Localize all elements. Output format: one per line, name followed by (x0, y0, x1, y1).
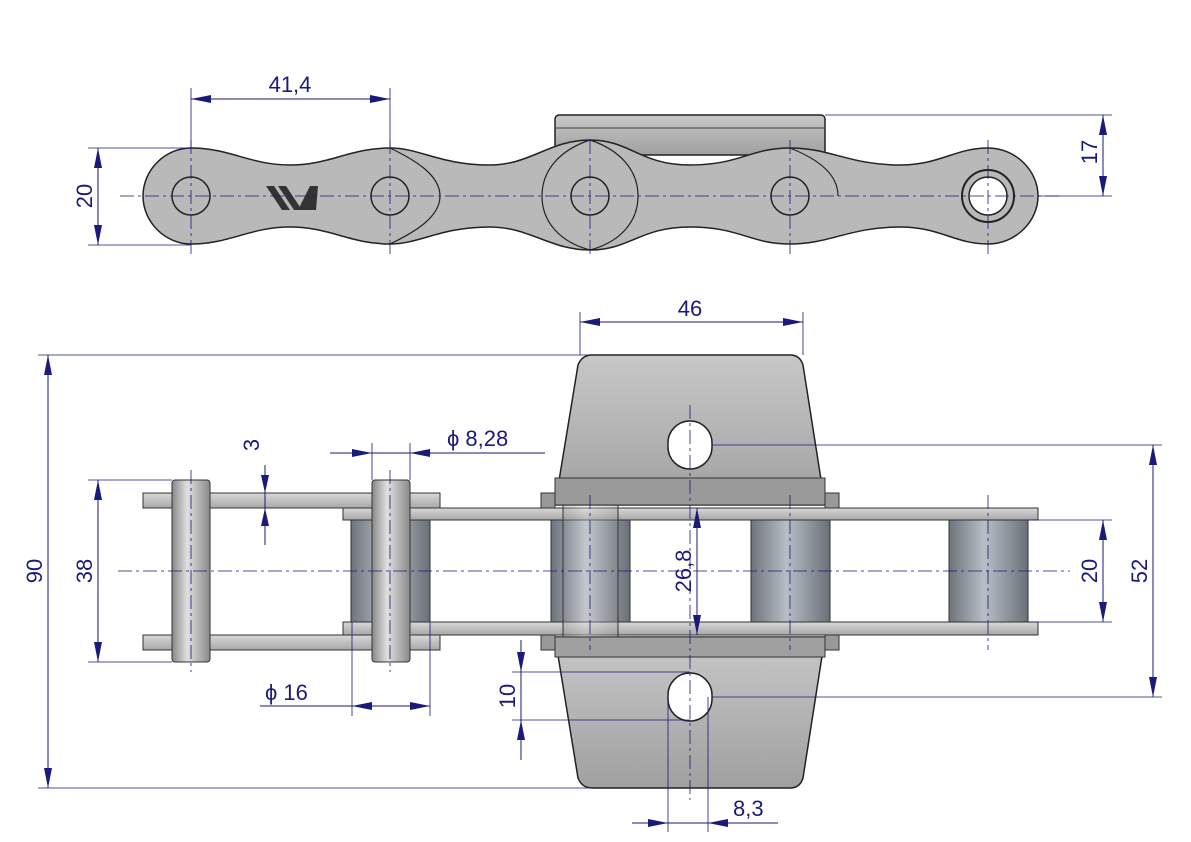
dim-pin-diameter: ϕ 8,28 (330, 426, 545, 480)
dim-roller-diameter: ϕ 16 (260, 622, 431, 716)
dim-attachment-width: 46 (579, 296, 804, 355)
dim-pitch: 41,4 (190, 72, 391, 148)
logo (266, 186, 318, 210)
dim-attachment-height-top: 17 (825, 114, 1112, 197)
pins (171, 479, 619, 663)
dim-slot-width: 8,3 (632, 697, 778, 832)
svg-text:3: 3 (239, 439, 264, 451)
svg-text:26,8: 26,8 (671, 550, 696, 593)
dim-overall-width: 90 (22, 354, 590, 789)
inner-plates (342, 492, 1039, 651)
dim-plate-thickness: 3 (239, 439, 269, 545)
svg-text:90: 90 (22, 559, 47, 583)
svg-text:20: 20 (72, 184, 97, 208)
svg-text:ϕ 8,28: ϕ 8,28 (447, 426, 508, 451)
top-view: 41,4 20 17 (72, 72, 1112, 256)
dim-plate-height: 20 (72, 147, 191, 246)
svg-text:17: 17 (1077, 140, 1102, 164)
svg-text:38: 38 (72, 559, 97, 583)
dim-outer-width: 38 (72, 479, 172, 663)
dim-hole-distance: 52 (712, 444, 1162, 698)
svg-text:41,4: 41,4 (269, 72, 312, 97)
svg-text:8,3: 8,3 (733, 796, 764, 821)
dim-inner-width: 26,8 (671, 508, 701, 635)
svg-text:10: 10 (495, 684, 520, 708)
front-view: 46 90 38 3 ϕ 8,28 ϕ 16 26,8 20 (22, 296, 1162, 832)
dim-roller-width: 20 (1028, 519, 1112, 623)
svg-text:46: 46 (678, 296, 702, 321)
svg-text:20: 20 (1077, 559, 1102, 583)
svg-text:ϕ 16: ϕ 16 (265, 680, 308, 705)
svg-text:52: 52 (1127, 559, 1152, 583)
outer-plates (142, 492, 441, 651)
dim-slot-length: 10 (495, 640, 690, 760)
attachment-top (554, 114, 826, 156)
